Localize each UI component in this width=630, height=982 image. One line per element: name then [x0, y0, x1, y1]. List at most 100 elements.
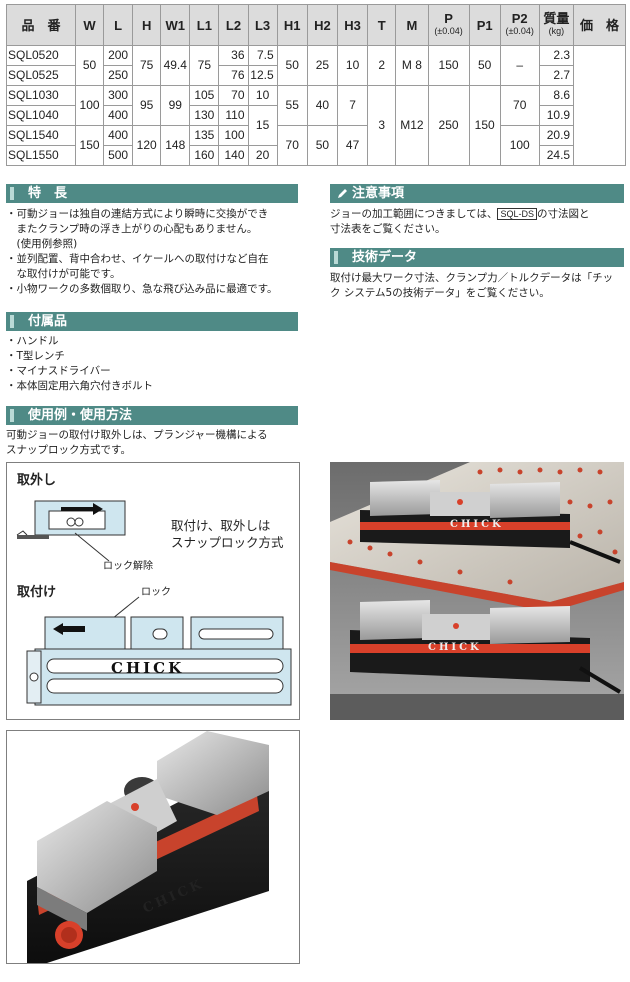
table-cell: 99 [160, 85, 191, 126]
caution-line1-pre: ジョーの加工範囲につきましては、 [330, 208, 498, 220]
table-cell: 110 [218, 105, 249, 126]
model-cell: SQL0525 [5, 65, 77, 86]
table-cell: 12.5 [247, 65, 278, 86]
col-header-model: 品 番 [5, 4, 77, 46]
vise-closeup-image [27, 731, 269, 963]
col-header-p1: P1 [468, 4, 501, 46]
vise-closeup-photo: CHICK [6, 730, 300, 964]
techdata-heading: 技術データ [330, 248, 624, 267]
techdata-line: 取付け最大ワーク寸法、クランプ力／トルクデータは「チッ [330, 272, 614, 284]
table-cell: 40 [306, 85, 339, 126]
description-line: スナップロック方式 [171, 535, 284, 550]
table-cell: 50 [306, 125, 339, 166]
table-cell: 50 [75, 45, 105, 86]
table-cell: 55 [276, 85, 308, 126]
table-cell: 2 [367, 45, 397, 86]
table-cell: 105 [189, 85, 220, 106]
col-header-p2-label: P2 [511, 11, 528, 26]
table-cell: 135 [189, 125, 220, 146]
table-cell: 15 [247, 105, 278, 146]
caution-line1-post: の寸法図と [537, 208, 590, 220]
table-cell: 24.5 [538, 145, 575, 166]
table-cell: 7 [336, 85, 369, 126]
table-cell: 49.4 [160, 45, 191, 86]
col-header-h3: H3 [336, 4, 369, 46]
accessories-title: 付属品 [28, 314, 68, 329]
col-header-h2: H2 [306, 4, 339, 46]
features-line: ・小物ワークの多数個取り、急な飛び込み品に最適です。 [6, 283, 278, 295]
table-cell: 50 [468, 45, 501, 86]
table-cell: 100 [75, 85, 105, 126]
col-header-l1: L1 [189, 4, 220, 46]
table-cell: 140 [218, 145, 249, 166]
model-cell: SQL0520 [5, 45, 77, 66]
col-header-p2-sub: (±0.04) [505, 26, 534, 36]
accessory-item: ・T型レンチ [6, 350, 65, 362]
col-header-l2: L2 [218, 4, 249, 46]
usage-title: 使用例・使用方法 [28, 408, 133, 423]
usage-heading: 使用例・使用方法 [6, 406, 298, 425]
unlock-note: ロック解除 [103, 561, 153, 572]
leader-line [74, 532, 110, 562]
spec-table: 品 番 W L H W1 L1 L2 L3 H1 H2 H3 T M P(±0.… [5, 4, 626, 166]
table-cell: 150 [75, 125, 105, 166]
features-line: (使用例参照) [6, 238, 78, 250]
col-header-mass-label: 質量 [543, 11, 570, 26]
table-cell: 10 [336, 45, 369, 86]
col-header-p-label: P [444, 11, 453, 26]
table-cell: 2.3 [538, 45, 575, 66]
caution-heading: 注意事項 [330, 184, 624, 203]
usage-text: 可動ジョーの取付け取外しは、プランジャー機構による スナップロック方式です。 [6, 428, 268, 458]
col-header-w: W [75, 4, 105, 46]
col-header-p: P(±0.04) [427, 4, 470, 46]
table-cell: 75 [189, 45, 220, 86]
table-cell: 10 [247, 85, 278, 106]
table-row: SQL1030 100 300 95 99 105 70 10 55 40 7 … [5, 85, 626, 166]
table-row: SQL1040 400 130 110 15 10.9 [5, 105, 626, 146]
accessory-item: ・マイナスドライバー [6, 365, 111, 377]
vise-brand-text: CHICK [450, 519, 504, 530]
features-title: 特 長 [28, 186, 68, 201]
features-text: ・可動ジョーは独自の連結方式により瞬時に交換ができ またクランプ時の浮き上がりの… [6, 207, 278, 297]
features-line: またクランプ時の浮き上がりの心配もありません。 [6, 223, 258, 235]
heading-marker [334, 251, 338, 264]
model-cell: SQL1040 [5, 105, 77, 126]
table-cell: 3 [367, 85, 397, 166]
caution-title: 注意事項 [352, 186, 405, 201]
table-cell: 25 [306, 45, 339, 86]
table-cell: 36 [218, 45, 249, 66]
features-line: ・並列配置、背中合わせ、イケールへの取付けなど自在 [6, 253, 269, 265]
ds-code-box: SQL-DS [497, 208, 537, 220]
techdata-title: 技術データ [352, 250, 418, 265]
vise-brand-text: CHICK [428, 642, 482, 653]
accessory-item: ・ハンドル [6, 335, 59, 347]
table-cell: 400 [103, 125, 134, 146]
accessories-text: ・ハンドル ・T型レンチ ・マイナスドライバー ・本体固定用六角穴付きボルト [6, 334, 153, 394]
pencil-icon [338, 189, 347, 198]
table-row: SQL0520 50 200 75 49.4 75 36 7.5 50 25 1… [5, 45, 626, 166]
snap-lock-diagram: 取外し ロック解除 取付け、取外しは スナップロック方式 取付け ロック CHI… [6, 462, 300, 720]
table-cell: 400 [103, 105, 134, 126]
table-cell: 148 [160, 125, 191, 166]
table-cell: 95 [132, 85, 162, 126]
table-cell: 150 [468, 85, 501, 166]
col-header-m: M [395, 4, 429, 46]
table-cell: 47 [336, 125, 369, 166]
table-cell: M 8 [395, 45, 429, 86]
table-cell: 50 [276, 45, 308, 86]
table-row: SQL1550 500 160 140 20 24.5 [5, 145, 626, 166]
col-header-mass: 質量(kg) [538, 4, 575, 46]
table-cell: 70 [499, 85, 540, 126]
table-row: SQL1540 150 400 120 148 135 100 70 50 47… [5, 125, 626, 166]
table-cell: 76 [218, 65, 249, 86]
table-cell: 75 [132, 45, 162, 86]
diagram-brand-text: CHICK [111, 659, 185, 677]
attach-label: 取付け [17, 585, 57, 600]
remove-label: 取外し [17, 473, 57, 488]
usage-line: スナップロック方式です。 [6, 444, 131, 456]
table-row: SQL0525 250 76 12.5 2.7 [5, 65, 626, 86]
table-cell: 20.9 [538, 125, 575, 146]
features-line: な取付けが可能です。 [6, 268, 121, 280]
